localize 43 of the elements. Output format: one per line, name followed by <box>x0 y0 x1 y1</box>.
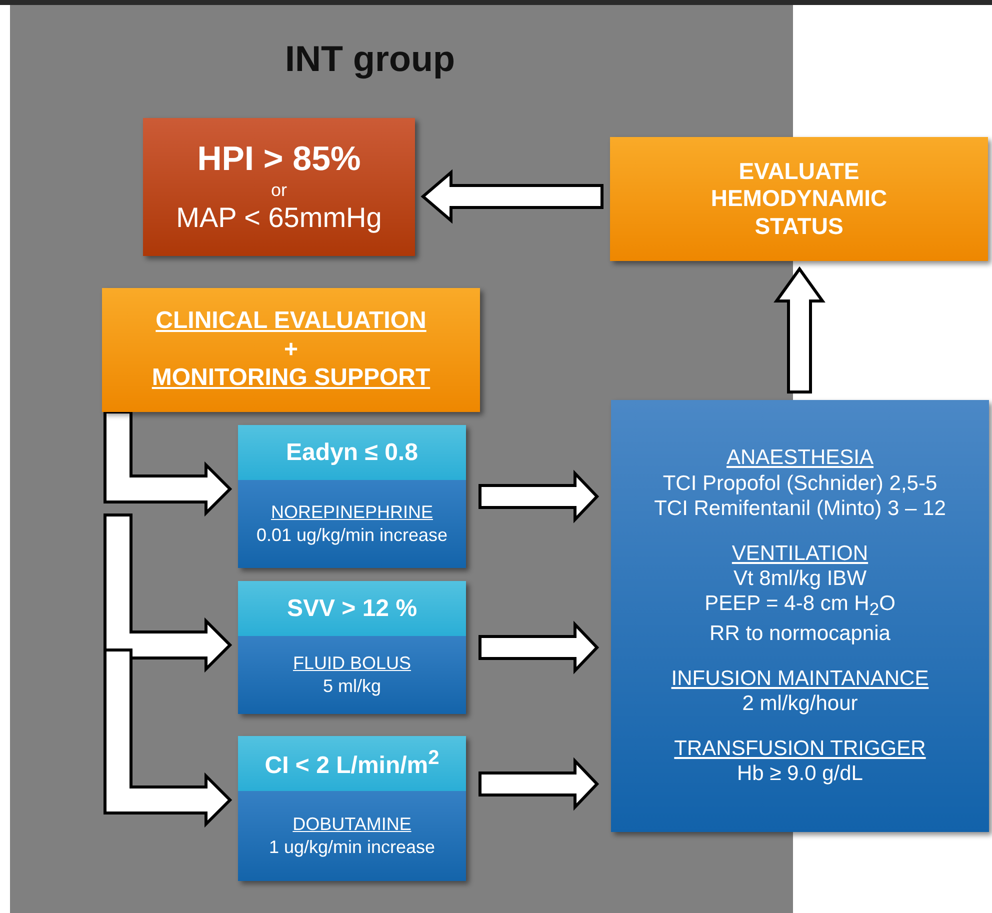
box-text: TCI Propofol (Schnider) 2,5-5 <box>662 470 938 496</box>
protocol-box <box>611 400 989 832</box>
treatment-heading: FLUID BOLUS <box>292 652 412 675</box>
section-heading: TRANSFUSION TRIGGER <box>674 736 926 762</box>
criterion-card <box>238 736 466 881</box>
block-arrow <box>478 470 600 524</box>
box-text: EVALUATE HEMODYNAMIC STATUS <box>710 158 888 240</box>
box-text: Hb ≥ 9.0 g/dL <box>737 761 863 787</box>
block-arrow <box>420 169 604 224</box>
block-arrow <box>104 410 232 517</box>
section-heading: ANAESTHESIA <box>726 445 874 471</box>
section-heading: VENTILATION <box>732 541 868 566</box>
diagram-title: INT group <box>284 38 456 80</box>
criterion-card <box>238 581 466 714</box>
criterion-header: Eadyn ≤ 0.8 <box>238 425 466 480</box>
box-text: or <box>270 180 287 202</box>
section-heading: INFUSION MAINTANANCE <box>671 666 929 691</box>
block-arrow <box>478 757 600 811</box>
treatment-heading: DOBUTAMINE <box>292 812 412 836</box>
box-text: RR to normocapnia <box>710 620 890 646</box>
process-box <box>143 118 415 256</box>
box-text: MAP < 65mmHg <box>176 201 382 235</box>
treatment-dose: 0.01 ug/kg/min increase <box>256 524 448 547</box>
treatment-dose: 1 ug/kg/min increase <box>268 836 436 859</box>
process-box <box>610 137 988 261</box>
box-text: HPI > 85% <box>197 139 361 180</box>
process-box <box>102 288 480 412</box>
box-text: MONITORING SUPPORT <box>152 364 430 394</box>
criterion-card <box>238 425 466 568</box>
block-arrow <box>104 648 232 828</box>
criterion-header: CI < 2 L/min/m$^{2}$ <box>238 736 466 791</box>
block-arrow <box>104 514 232 673</box>
box-text: + <box>284 336 298 364</box>
box-text: 2 ml/kg/hour <box>742 690 858 716</box>
box-text: CLINICAL EVALUATION <box>156 306 426 336</box>
criterion-header: SVV > 12 % <box>238 581 466 636</box>
treatment-dose: 5 ml/kg <box>322 675 382 698</box>
block-arrow <box>478 620 600 674</box>
box-text: PEEP = 4-8 cm H$_{2}$O <box>704 591 896 621</box>
treatment-heading: NOREPINEPHRINE <box>270 500 434 524</box>
box-text: Vt 8ml/kg IBW <box>733 566 867 592</box>
box-text: TCI Remifentanil (Minto) 3 – 12 <box>654 496 946 522</box>
block-arrow <box>774 266 826 394</box>
